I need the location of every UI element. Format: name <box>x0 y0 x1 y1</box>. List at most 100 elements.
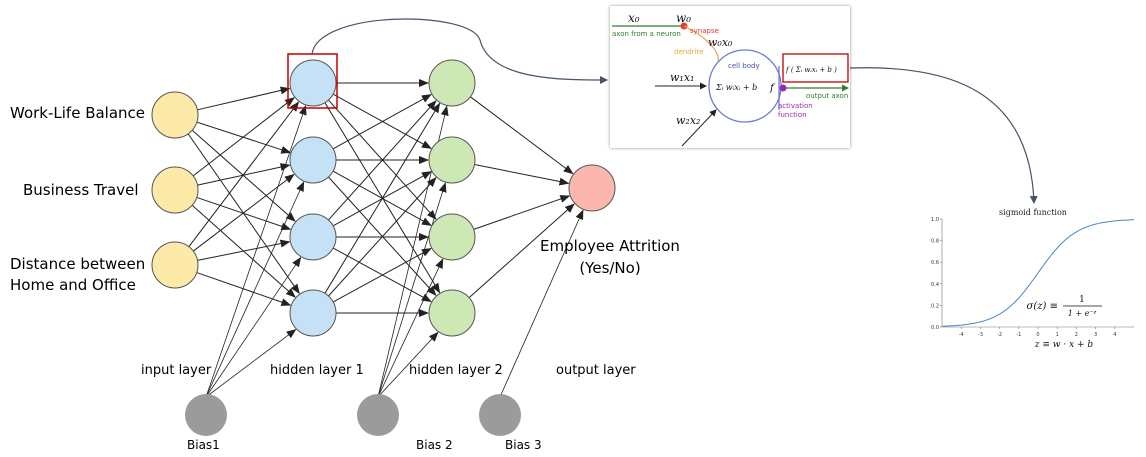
text-f: f <box>769 83 776 94</box>
hidden2-neuron-4 <box>428 289 476 337</box>
text-axon-from: axon from a neuron <box>612 30 681 38</box>
sigmoid-xtick-label: -3 <box>978 332 983 338</box>
edge-hidden1-hidden2 <box>324 102 441 294</box>
input-neuron-2 <box>151 166 199 214</box>
activation-dot <box>779 84 787 92</box>
output-label: Employee Attrition (Yes/No) <box>530 235 690 279</box>
edge-bias1-hidden1 <box>205 181 305 398</box>
sigmoid-title: sigmoid function <box>999 208 1067 217</box>
sigmoid-zlabel: z ≡ w · x + b <box>1034 340 1094 350</box>
bias-connection-lines <box>205 104 584 398</box>
layer-label-hidden1: hidden layer 1 <box>270 363 364 378</box>
output-label-line2: (Yes/No) <box>579 259 641 277</box>
sigmoid-formula-num: 1 <box>1079 295 1085 305</box>
output-neuron <box>568 164 616 212</box>
sigmoid-xtick-label: 1 <box>1056 332 1059 338</box>
text-w2x2: w₂x₂ <box>676 114 700 127</box>
layer-label-input: input layer <box>141 363 212 378</box>
edge-hidden1-hidden2 <box>328 100 437 221</box>
edge-bias2-hidden2 <box>377 258 444 398</box>
sigmoid-curve <box>941 219 1135 327</box>
edge-bias3-output <box>499 209 584 398</box>
text-sum: Σᵢ wᵢxᵢ + b <box>715 83 757 92</box>
input-label-business-travel: Business Travel <box>23 181 139 199</box>
sigmoid-xtick-label: 2 <box>1075 332 1078 338</box>
edge-input-hidden1 <box>197 239 291 261</box>
hidden2-neuron-3 <box>428 213 476 261</box>
sigmoid-ytick-label: 0.6 <box>931 260 939 266</box>
text-w0: w₀ <box>676 11 691 25</box>
text-output-axon: output axon <box>806 92 848 100</box>
edge-bias2-hidden2 <box>377 182 447 398</box>
edge-bias2-hidden2 <box>377 331 439 398</box>
highlight-box-formula <box>782 53 849 83</box>
edge-hidden1-hidden2 <box>332 94 432 150</box>
edge-hidden2-output <box>470 96 574 175</box>
hidden2-neuron-1 <box>428 59 476 107</box>
input-w2x2-line <box>681 109 717 147</box>
edge-input-hidden1 <box>197 86 291 111</box>
biological-neuron-panel: x₀ w₀ synapse axon from a neuron w₀x₀ de… <box>610 6 850 148</box>
text-w1x1: w₁x₁ <box>670 71 694 84</box>
hidden2-neuron-2 <box>428 136 476 184</box>
bias-label-1: Bias1 <box>187 438 220 452</box>
sigmoid-formula-den: 1 + e⁻ᶻ <box>1068 309 1097 318</box>
sigmoid-ytick-label: 0.0 <box>931 325 939 331</box>
sigmoid-xtick-label: -1 <box>1016 332 1021 338</box>
edge-input-hidden1 <box>196 272 292 306</box>
edge-input-hidden1 <box>188 101 300 247</box>
input-label-distance: Distance between Home and Office <box>10 254 145 296</box>
edge-bias1-hidden1 <box>205 328 297 398</box>
text-cell-body: cell body <box>728 62 760 70</box>
sigmoid-plot: sigmoid function 0.00.20.40.60.81.0-4-3-… <box>931 208 1135 350</box>
edge-bias1-hidden1 <box>205 104 307 398</box>
connector-to-neuron-panel <box>311 18 608 84</box>
input-label-work-life: Work-Life Balance <box>10 104 146 122</box>
edge-hidden2-output <box>468 203 575 299</box>
edge-input-hidden1 <box>192 97 295 177</box>
text-activation-1: activation <box>778 102 813 110</box>
layer-label-hidden2: hidden layer 2 <box>409 363 503 378</box>
hidden1-neuron-1 <box>289 59 337 107</box>
bias-2-neuron <box>357 394 399 436</box>
sigmoid-ytick-label: 1.0 <box>931 217 939 223</box>
connector-to-sigmoid-panel <box>849 67 1038 204</box>
edge-hidden1-hidden2 <box>328 177 437 297</box>
neurons <box>151 59 616 436</box>
text-x0: x₀ <box>628 11 640 25</box>
input-label-distance-line1: Distance between <box>10 255 146 273</box>
connection-lines <box>187 79 575 317</box>
input-neuron-1 <box>151 91 199 139</box>
bias-label-2: Bias 2 <box>416 438 453 452</box>
bias-3-neuron <box>479 394 521 436</box>
hidden1-neuron-4 <box>289 289 337 337</box>
sigmoid-xtick-label: 4 <box>1113 332 1116 338</box>
sigmoid-ytick-label: 0.4 <box>931 282 939 288</box>
sigmoid-xtick-label: -4 <box>959 332 964 338</box>
edge-hidden1-hidden2 <box>332 248 432 303</box>
text-activation-2: function <box>778 111 807 119</box>
sigmoid-formula-lhs: σ(z) ≡ <box>1027 301 1058 312</box>
dendrite-line <box>683 25 719 62</box>
edge-input-hidden1 <box>191 129 296 222</box>
bias-label-3: Bias 3 <box>505 438 542 452</box>
edge-input-hidden1 <box>193 173 295 252</box>
sigmoid-ytick-label: 0.8 <box>931 239 939 245</box>
bias-1-neuron <box>185 394 227 436</box>
sigmoid-xtick-label: 3 <box>1094 332 1097 338</box>
text-dendrite: dendrite <box>674 48 704 56</box>
neuron-model-drawing: x₀ w₀ synapse axon from a neuron w₀x₀ de… <box>612 11 849 147</box>
input-neuron-3 <box>151 241 199 289</box>
text-synapse: synapse <box>690 27 719 35</box>
edge-bias1-hidden1 <box>205 256 302 398</box>
input-label-distance-line2: Home and Office <box>10 276 136 294</box>
hidden1-neuron-3 <box>289 213 337 261</box>
edge-hidden2-output <box>473 195 571 230</box>
hidden1-neuron-2 <box>289 136 337 184</box>
edge-hidden2-output <box>474 164 570 186</box>
layer-label-output: output layer <box>556 363 636 378</box>
text-w0x0: w₀x₀ <box>708 36 733 49</box>
